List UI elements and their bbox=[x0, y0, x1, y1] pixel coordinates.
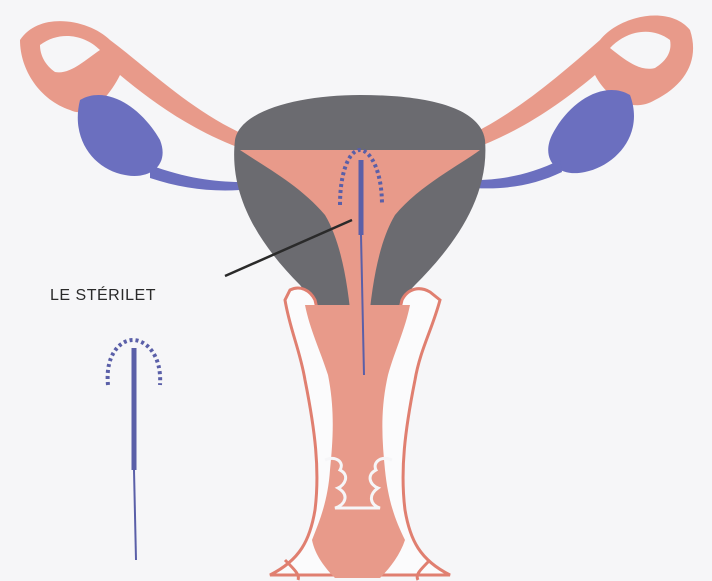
iud-standalone bbox=[108, 340, 161, 560]
iud-label: LE STÉRILET bbox=[50, 287, 156, 305]
cervix-vagina bbox=[270, 288, 450, 580]
left-ovary bbox=[78, 95, 240, 191]
